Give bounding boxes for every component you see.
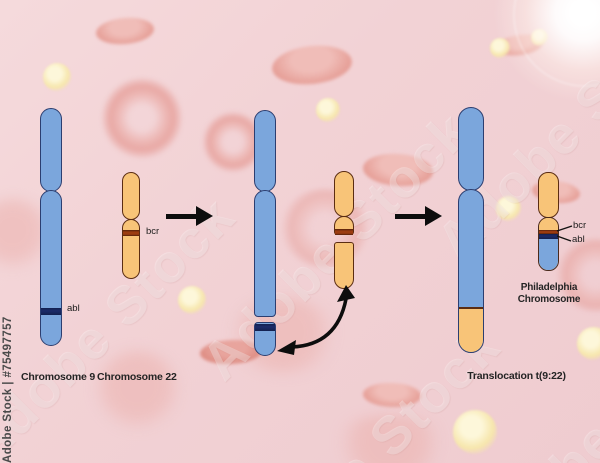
abl-band bbox=[255, 324, 275, 331]
bubble bbox=[316, 98, 340, 122]
philadelphia-caption-line2: Chromosome bbox=[517, 294, 581, 305]
philadelphia-blue-segment bbox=[539, 239, 558, 270]
arrow-shaft bbox=[395, 214, 426, 219]
arrow-shaft bbox=[166, 214, 197, 219]
philadelphia-abl-label: abl bbox=[572, 234, 585, 245]
bubble bbox=[178, 286, 206, 314]
red-blood-cell bbox=[95, 350, 180, 430]
chromosome-22-fragment bbox=[334, 242, 354, 289]
philadelphia-orange-segment bbox=[539, 218, 558, 230]
chromosome-22-breaking bbox=[334, 171, 354, 289]
philadelphia-chromosome bbox=[538, 172, 559, 271]
red-blood-cell bbox=[102, 78, 182, 158]
philadelphia-long-arm bbox=[538, 217, 559, 271]
chromosome-9-caption: Chromosome 9 bbox=[21, 371, 96, 383]
derivative-chromosome-9 bbox=[458, 107, 484, 353]
red-blood-cell bbox=[330, 415, 450, 463]
philadelphia-caption: Philadelphia Chromosome bbox=[503, 282, 595, 306]
translocation-caption: Translocation t(9:22) bbox=[467, 370, 566, 382]
watermark-vertical: Adobe Stock | #75497757 bbox=[2, 316, 14, 463]
right-arrow-icon bbox=[395, 206, 443, 226]
red-blood-cell bbox=[270, 41, 354, 89]
chromosome-22-short-arm bbox=[334, 171, 354, 217]
bubble bbox=[43, 63, 71, 91]
chromosome-22-short-arm bbox=[122, 172, 140, 220]
chromosome-9-short-arm bbox=[254, 110, 276, 192]
bubble bbox=[577, 327, 600, 360]
red-blood-cell bbox=[203, 112, 263, 172]
translocated-22-segment bbox=[459, 307, 483, 352]
chromosome-9 bbox=[40, 108, 62, 346]
abl-band bbox=[539, 234, 558, 239]
bubble bbox=[496, 196, 521, 221]
chromosome-22-long-arm bbox=[122, 219, 140, 279]
philadelphia-short-arm bbox=[538, 172, 559, 218]
red-blood-cell bbox=[362, 381, 422, 409]
arrow-head bbox=[425, 206, 442, 226]
bcr-band bbox=[123, 230, 139, 236]
abl-label: abl bbox=[67, 303, 80, 314]
chromosome-9-long-arm-cut bbox=[254, 190, 276, 317]
red-blood-cell bbox=[280, 188, 370, 268]
bubble bbox=[453, 410, 497, 454]
exchange-curved-arrow-icon bbox=[277, 285, 355, 355]
philadelphia-bcr-label: bcr bbox=[573, 220, 587, 231]
gene-pointer-lines bbox=[556, 225, 573, 242]
philadelphia-caption-line1: Philadelphia bbox=[520, 282, 578, 293]
right-arrow-icon bbox=[166, 206, 214, 226]
abl-band bbox=[41, 308, 61, 315]
bcr-band bbox=[539, 230, 558, 234]
red-blood-cell bbox=[361, 151, 435, 189]
derivative-9-short-arm bbox=[458, 107, 484, 191]
bcr-band bbox=[335, 229, 353, 235]
derivative-9-long-arm bbox=[458, 189, 484, 353]
chromosome-9-breaking bbox=[254, 110, 276, 356]
chromosome-9-long-arm bbox=[40, 190, 62, 346]
arrow-head bbox=[196, 206, 213, 226]
chromosome-22-caption: Chromosome 22 bbox=[97, 371, 177, 383]
bcr-label: bcr bbox=[146, 226, 160, 237]
chromosome-9-short-arm bbox=[40, 108, 62, 192]
chromosome-22 bbox=[122, 172, 140, 279]
red-blood-cell bbox=[94, 15, 156, 47]
